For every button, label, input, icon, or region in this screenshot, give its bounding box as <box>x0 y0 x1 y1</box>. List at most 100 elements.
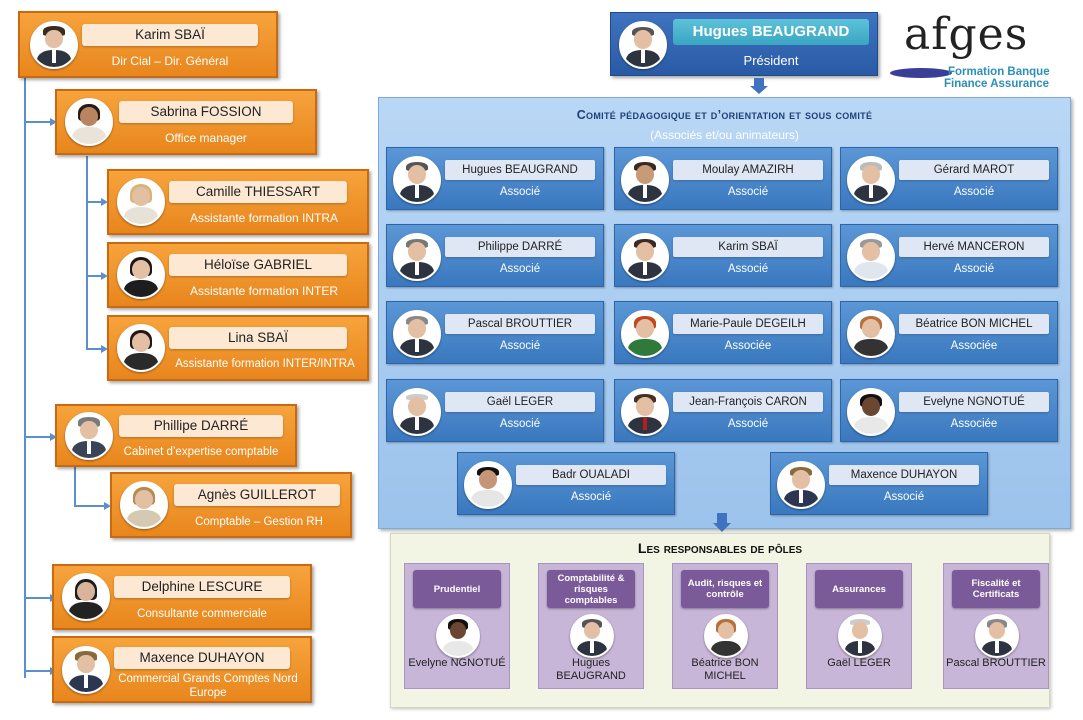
connector <box>24 670 50 672</box>
member-role: Associé <box>727 186 769 198</box>
member-card[interactable]: Béatrice BON MICHEL Associée <box>840 301 1058 364</box>
logo-line2: Finance Assurance <box>944 78 1050 90</box>
member-name: Jean-François CARON <box>673 392 823 412</box>
down-arrow-icon <box>754 78 764 86</box>
arrow-icon <box>50 118 57 126</box>
tree-branch <box>86 156 88 350</box>
member-role: Associé <box>499 263 541 275</box>
avatar <box>619 21 667 69</box>
staff-role: Consultante commerciale <box>137 608 267 620</box>
pole-title: Assurances <box>815 570 903 608</box>
tree-branch <box>74 467 76 507</box>
avatar <box>62 645 110 694</box>
staff-role: Assistante formation INTER <box>189 284 339 298</box>
avatar <box>847 233 895 281</box>
avatar <box>62 573 110 621</box>
avatar <box>621 156 669 204</box>
connector <box>24 436 50 438</box>
member-card[interactable]: Karim SBAÏ Associé <box>614 224 832 287</box>
staff-card-sabrina[interactable]: Sabrina FOSSION Office manager <box>55 89 317 155</box>
staff-name: Phillipe DARRÉ <box>119 415 283 437</box>
avatar <box>975 614 1019 658</box>
member-name: Béatrice BON MICHEL <box>899 314 1049 334</box>
member-role: Associé <box>953 186 995 198</box>
member-card[interactable]: Jean-François CARON Associé <box>614 379 832 442</box>
pole-title: Fiscalité et Certificats <box>952 570 1040 608</box>
staff-role: Dir Cial – Dir. Général <box>111 54 229 68</box>
member-role: Associé <box>727 263 769 275</box>
staff-card-lina[interactable]: Lina SBAÏ Assistante formation INTER/INT… <box>107 315 369 381</box>
connector <box>86 275 101 277</box>
staff-role: Cabinet d’expertise comptable <box>123 446 279 458</box>
committee-title: Comité pédagogique et d’orientation et s… <box>576 108 873 122</box>
member-role: Associée <box>950 340 998 352</box>
arrow-icon <box>104 502 111 510</box>
member-name: Badr OUALADI <box>516 465 666 485</box>
avatar <box>65 98 113 146</box>
member-card[interactable]: Moulay AMAZIRH Associé <box>614 147 832 210</box>
avatar <box>30 20 78 69</box>
member-role: Associé <box>499 340 541 352</box>
member-name: Moulay AMAZIRH <box>673 160 823 180</box>
avatar <box>393 388 441 436</box>
staff-name: Karim SBAÏ <box>82 24 258 46</box>
connector <box>24 121 50 123</box>
staff-role: Comptable – Gestion RH <box>195 516 323 528</box>
staff-name: Camille THIESSART <box>169 181 347 203</box>
arrow-icon <box>50 433 57 441</box>
staff-card-phillipe[interactable]: Phillipe DARRÉ Cabinet d’expertise compt… <box>55 404 297 467</box>
staff-card-agnes[interactable]: Agnès GUILLEROT Comptable – Gestion RH <box>110 472 352 538</box>
staff-card-maxence[interactable]: Maxence DUHAYON Commercial Grands Compte… <box>52 636 312 703</box>
avatar <box>393 310 441 358</box>
pole-title: Prudentiel <box>413 570 501 608</box>
avatar <box>621 388 669 436</box>
pole-name: Gaël LEGER <box>827 657 891 669</box>
staff-card-karim[interactable]: Karim SBAÏ Dir Cial – Dir. Général <box>18 11 278 78</box>
avatar <box>847 156 895 204</box>
staff-name: Sabrina FOSSION <box>119 101 293 123</box>
arrow-icon <box>101 198 108 206</box>
poles-title: Les responsables de pôles <box>637 540 803 556</box>
member-name: Evelyne NGNOTUÉ <box>899 392 1049 412</box>
tree-trunk <box>24 78 26 678</box>
down-arrow-head <box>713 523 731 532</box>
avatar <box>464 461 512 509</box>
connector <box>24 597 50 599</box>
avatar <box>838 614 882 658</box>
pole-title: Audit, risques et contrôle <box>681 570 769 608</box>
staff-name: Lina SBAÏ <box>169 327 347 349</box>
staff-name: Agnès GUILLEROT <box>174 484 340 506</box>
down-arrow-head <box>750 86 768 94</box>
staff-role: Office manager <box>165 131 247 145</box>
president-name: Hugues BEAUGRAND <box>673 19 869 45</box>
avatar <box>621 310 669 358</box>
member-name: Maxence DUHAYON <box>829 465 979 485</box>
staff-card-camille[interactable]: Camille THIESSART Assistante formation I… <box>107 169 369 235</box>
member-role: Associé <box>727 418 769 430</box>
staff-card-delphine[interactable]: Delphine LESCURE Consultante commerciale <box>52 564 312 630</box>
president-card[interactable]: Hugues BEAUGRAND Président <box>610 12 878 76</box>
staff-card-heloise[interactable]: Héloïse GABRIEL Assistante formation INT… <box>107 242 369 308</box>
connector <box>86 201 101 203</box>
logo-line1: Formation Banque <box>948 66 1050 78</box>
member-name: Karim SBAÏ <box>673 237 823 257</box>
avatar <box>117 251 165 299</box>
logo-text: afges <box>904 9 1029 60</box>
president-role: Président <box>743 53 799 68</box>
member-role: Associé <box>499 418 541 430</box>
